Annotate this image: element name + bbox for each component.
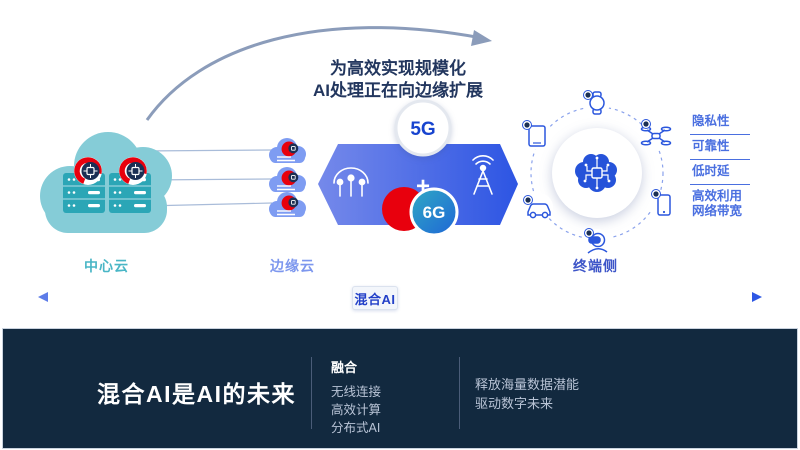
6g-badge: 6G bbox=[382, 187, 459, 237]
edge-cloud-label: 边缘云 bbox=[270, 258, 315, 274]
benefit-low-latency: 低时延 bbox=[690, 160, 750, 185]
edge-cloud-icon bbox=[269, 167, 306, 192]
drone-icon bbox=[640, 119, 672, 150]
smartphone-icon bbox=[650, 189, 678, 219]
car-icon bbox=[523, 193, 553, 221]
terminal-hub bbox=[522, 90, 678, 257]
fusion-item: 高效计算 bbox=[331, 403, 382, 417]
edge-cloud-icon bbox=[269, 138, 306, 163]
diagram-canvas: 5G + 6G bbox=[38, 26, 762, 302]
central-cloud-label: 中心云 bbox=[84, 258, 129, 274]
fusion-item: 分布式AI bbox=[331, 421, 381, 435]
5g-badge: 5G bbox=[394, 99, 452, 157]
fusion-heading: 融合 bbox=[331, 360, 358, 375]
tablet-icon bbox=[522, 120, 551, 150]
hybrid-ai-badge-label: 混合AI bbox=[354, 291, 396, 307]
smartwatch-icon bbox=[583, 90, 610, 116]
central-cloud-icon bbox=[40, 132, 172, 233]
footer-divider bbox=[311, 357, 312, 429]
ai-brain-badge-icon bbox=[74, 157, 102, 185]
fusion-item: 无线连接 bbox=[331, 385, 382, 399]
footer-title: 混合AI是AI的未来 bbox=[97, 381, 296, 407]
tagline-line2: 驱动数字未来 bbox=[475, 396, 554, 411]
fusion-column: 融合 无线连接 高效计算 分布式AI bbox=[331, 357, 381, 437]
tagline-line1: 释放海量数据潜能 bbox=[475, 377, 580, 392]
hybrid-axis-arrow bbox=[38, 292, 762, 302]
headline: 为高效实现规模化 AI处理正在向边缘扩展 bbox=[248, 58, 548, 102]
small-cell-icon bbox=[333, 167, 369, 197]
ai-brain-badge-icon bbox=[119, 157, 147, 185]
benefits-list: 隐私性 可靠性 低时延 高效利用网络带宽 bbox=[690, 110, 750, 224]
6g-label: 6G bbox=[423, 203, 446, 222]
headline-line2: AI处理正在向边缘扩展 bbox=[313, 81, 483, 100]
edge-cloud-icon bbox=[269, 192, 306, 217]
ai-brain-icon bbox=[575, 154, 617, 192]
terminal-label: 终端侧 bbox=[573, 258, 618, 274]
benefit-privacy: 隐私性 bbox=[690, 110, 750, 135]
headline-line1: 为高效实现规模化 bbox=[330, 59, 466, 78]
tagline: 释放海量数据潜能 驱动数字未来 bbox=[475, 375, 579, 413]
vr-headset-icon bbox=[583, 228, 611, 257]
expansion-curved-arrow-icon bbox=[145, 26, 492, 121]
benefit-bandwidth: 高效利用网络带宽 bbox=[692, 189, 743, 218]
hybrid-ai-badge: 混合AI bbox=[352, 286, 398, 310]
benefit-reliability: 可靠性 bbox=[690, 135, 750, 160]
radio-tower-icon bbox=[472, 155, 494, 195]
network-banner: 5G + 6G bbox=[318, 99, 518, 237]
footer-panel: 混合AI是AI的未来 融合 无线连接 高效计算 分布式AI 释放海量数据潜能 驱… bbox=[2, 328, 798, 449]
footer-divider bbox=[459, 357, 460, 429]
5g-label: 5G bbox=[410, 119, 435, 140]
